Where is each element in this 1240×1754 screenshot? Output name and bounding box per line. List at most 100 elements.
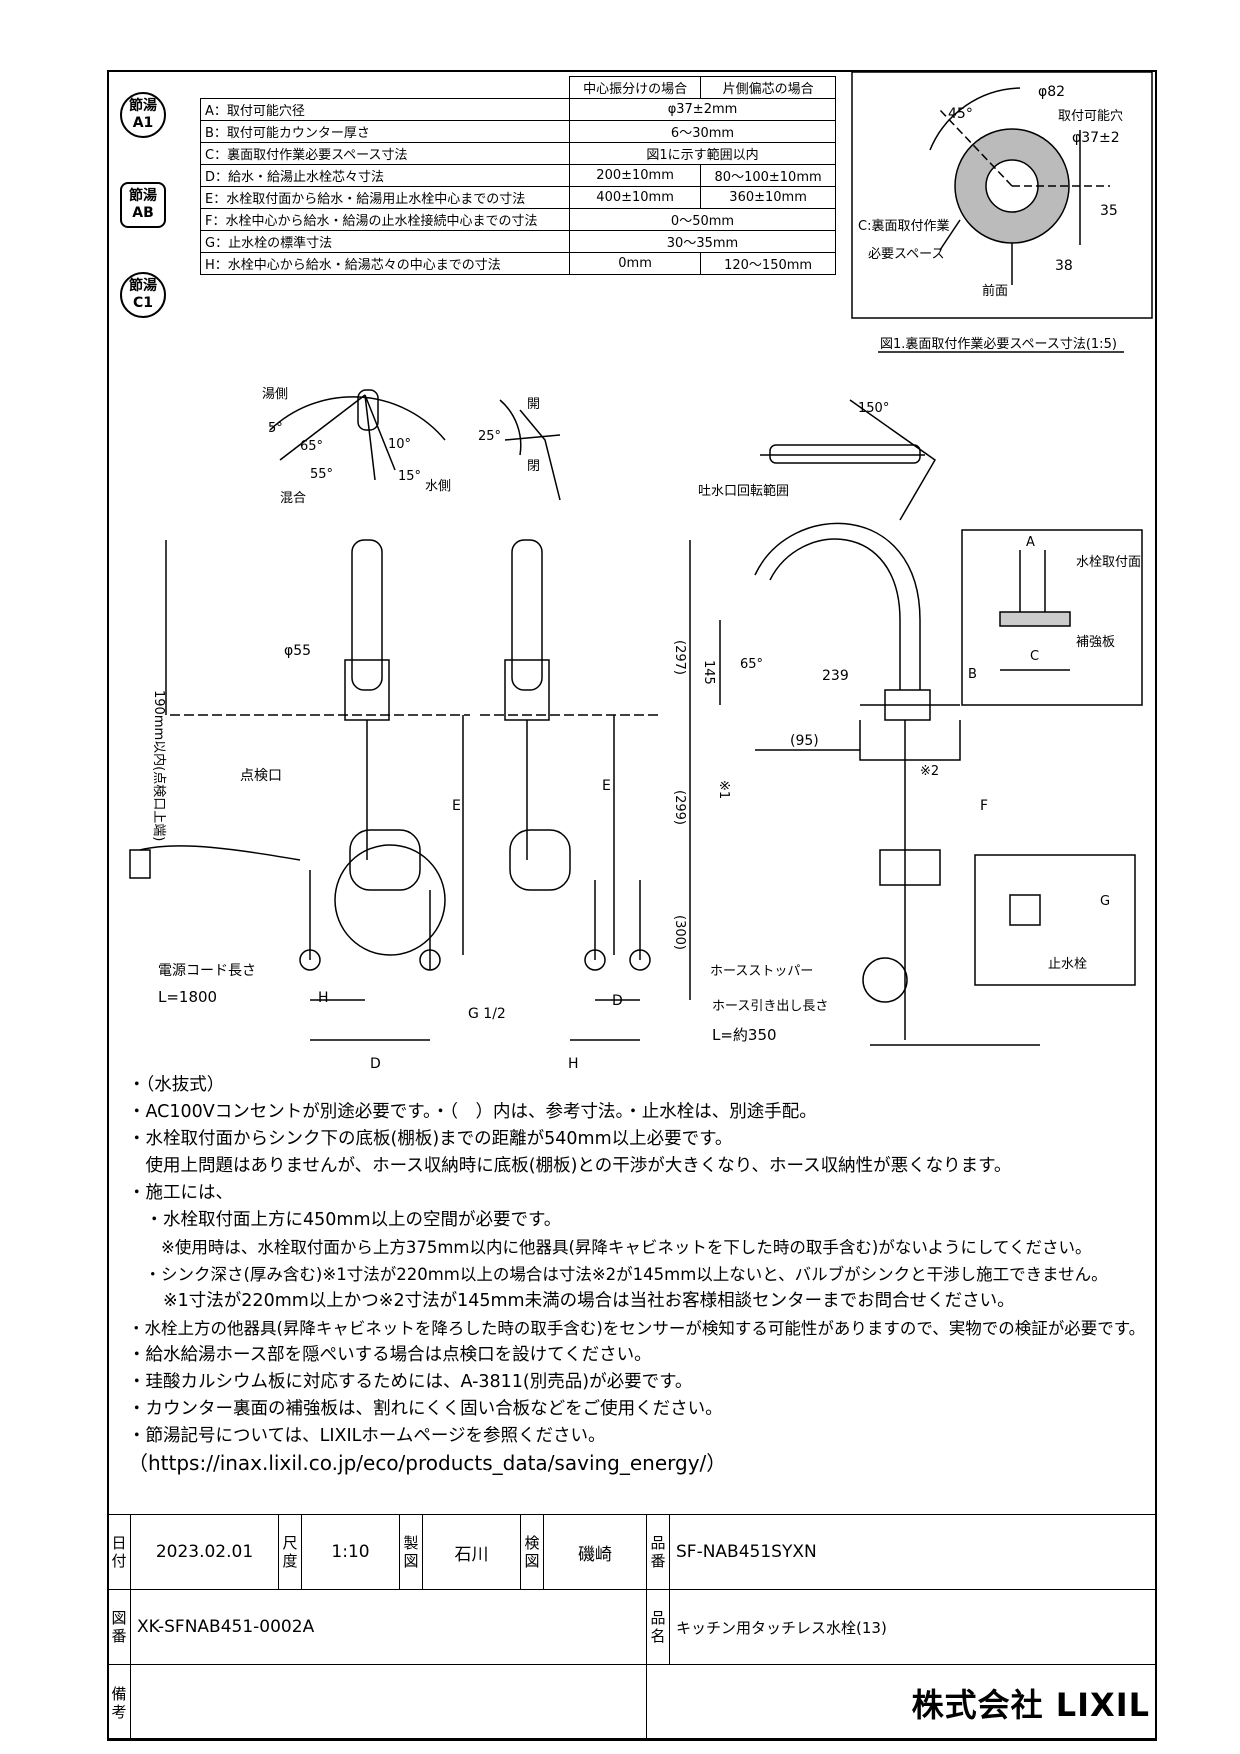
stopcock-right bbox=[419, 949, 441, 971]
figure1-centerline bbox=[939, 109, 1013, 187]
stopcock-left bbox=[299, 949, 321, 971]
badge-text: 節湯 bbox=[129, 98, 157, 114]
note-line: ・水栓取付面からシンク下の底板(棚板)までの距離が540mm以上必要です。 bbox=[128, 1129, 733, 1149]
lever-line-hot bbox=[279, 394, 366, 461]
spec-value: 120～150mm bbox=[700, 252, 836, 275]
detail-stopcock-label: 止水栓 bbox=[1048, 957, 1087, 972]
detail-G: G bbox=[1100, 894, 1110, 909]
spec-value: 0mm bbox=[568, 252, 702, 275]
note-line: ※1寸法が220mm以上かつ※2寸法が145mm未満の場合は当社お客様相談センタ… bbox=[128, 1291, 1015, 1311]
spec-label: H：水栓中心から給水・給湯芯々の中心までの寸法 bbox=[200, 252, 570, 275]
figure1-leader bbox=[939, 219, 961, 251]
lever-line-cold bbox=[364, 394, 396, 471]
dim-F: F bbox=[980, 798, 988, 814]
open-label: 開 bbox=[527, 397, 540, 412]
lever-angle-55: 55° bbox=[310, 467, 333, 482]
dim-297: (297) bbox=[672, 640, 687, 675]
saving-badge-a1: 節湯 A1 bbox=[120, 92, 166, 138]
mount-detail-box bbox=[961, 529, 1143, 706]
lever-angle-5: 5° bbox=[268, 421, 283, 436]
notes: ・（水抜式） ・AC100Vコンセントが別途必要です。・（ ）内は、参考寸法。・… bbox=[128, 1072, 1158, 1477]
cord-title: 電源コード長さ bbox=[158, 963, 256, 979]
close-label: 閉 bbox=[527, 459, 540, 474]
lever-angle-10: 10° bbox=[388, 437, 411, 452]
faucet-front2-body bbox=[511, 539, 543, 691]
note-line: ・AC100Vコンセントが別途必要です。・（ ）内は、参考寸法。・止水栓は、別途… bbox=[128, 1102, 817, 1122]
stopcock-detail-box bbox=[974, 854, 1136, 986]
dim2-D-label: D bbox=[612, 993, 623, 1009]
product-no-label: 品番 bbox=[646, 1514, 670, 1590]
note-url: （https://inax.lixil.co.jp/eco/products_d… bbox=[128, 1451, 727, 1475]
drawing-no-label: 図番 bbox=[107, 1589, 131, 1665]
drawn-label: 製図 bbox=[399, 1514, 423, 1590]
faucet-valve bbox=[349, 829, 421, 891]
stopcock-detail bbox=[1009, 894, 1041, 926]
figure1-dia-label: φ82 bbox=[1038, 84, 1065, 100]
scale-label: 尺度 bbox=[278, 1514, 302, 1590]
dia55-label: φ55 bbox=[284, 643, 311, 659]
detail-mount-label: 水栓取付面 bbox=[1076, 555, 1141, 570]
dim-D-label: D bbox=[370, 1056, 381, 1072]
spout-body bbox=[769, 444, 921, 464]
dim2-H-label: H bbox=[568, 1056, 579, 1072]
inspection-label: 点検口 bbox=[240, 768, 282, 784]
power-adapter bbox=[129, 849, 151, 879]
dim-E-label: E bbox=[452, 798, 461, 814]
dim-299: (299) bbox=[672, 790, 687, 825]
detail-reinforce-label: 補強板 bbox=[1076, 635, 1115, 650]
spec-value: 80～100±10mm bbox=[700, 164, 836, 187]
cord-length: L=1800 bbox=[158, 988, 217, 1006]
spout-arc-outer bbox=[754, 522, 921, 690]
badge-text: 節湯 bbox=[129, 188, 157, 204]
detail-C: C bbox=[1030, 649, 1039, 664]
side-inspection bbox=[862, 957, 908, 1003]
note-line: ・珪酸カルシウム板に対応するためには、A-3811(別売品)が必要です。 bbox=[128, 1372, 693, 1392]
dim-star1: ※1 bbox=[716, 780, 731, 799]
remarks-label: 備考 bbox=[107, 1664, 131, 1741]
note-line: ・水栓上方の他器具(昇降キャビネットを降ろした時の取手含む)をセンサーが検知する… bbox=[128, 1319, 1146, 1338]
dim-300: (300) bbox=[672, 915, 687, 950]
figure1-space-label2: 必要スペース bbox=[868, 247, 944, 262]
dim2-E-label: E bbox=[602, 778, 611, 794]
figure1-angle-arc bbox=[929, 87, 1021, 151]
lever-cold-label: 水側 bbox=[425, 479, 451, 494]
drawing-no-value: XK-SFNAB451-0002A bbox=[130, 1589, 647, 1665]
openclose-lever bbox=[504, 434, 561, 441]
hose-length: L=約350 bbox=[712, 1026, 777, 1044]
figure1-dim-35: 35 bbox=[1100, 203, 1118, 219]
spec-value: 200±10mm bbox=[568, 164, 702, 187]
hose-title: ホース引き出し長さ bbox=[712, 999, 828, 1014]
figure1-box bbox=[851, 71, 1153, 319]
scale-value: 1:10 bbox=[301, 1514, 400, 1590]
date-label: 日付 bbox=[107, 1514, 131, 1590]
dim-H-label: H bbox=[318, 990, 329, 1006]
badge-code: AB bbox=[132, 205, 154, 221]
product-name-value: キッチン用タッチレス水栓(13) bbox=[669, 1589, 1157, 1665]
drawn-value: 石川 bbox=[422, 1514, 521, 1590]
saving-badge-c1: 節湯 C1 bbox=[120, 272, 166, 318]
badge-text: 節湯 bbox=[129, 278, 157, 294]
lever-range-arc bbox=[269, 396, 446, 441]
spec-label: E：水栓取付面から給水・給湯用止水栓中心までの寸法 bbox=[200, 186, 570, 209]
lever-angle-15: 15° bbox=[398, 469, 421, 484]
lever-mix-label: 混合 bbox=[280, 491, 306, 506]
figure1-dim-38: 38 bbox=[1055, 258, 1073, 274]
figure1-front-label: 前面 bbox=[982, 283, 1008, 299]
faucet-front-body bbox=[351, 539, 383, 691]
stopcock2-left bbox=[584, 949, 606, 971]
note-line: ・シンク深さ(厚み含む)※1寸法が220mm以上の場合は寸法※2が145mm以上… bbox=[128, 1265, 1108, 1284]
date-value: 2023.02.01 bbox=[130, 1514, 279, 1590]
header-offset: 片側偏芯の場合 bbox=[700, 76, 836, 99]
note-line: ※使用時は、水栓取付面から上方375mm以内に他器具(昇降キャビネットを下した時… bbox=[128, 1238, 1092, 1257]
product-no-value: SF-NAB451SYXN bbox=[669, 1514, 1157, 1590]
dim-95: (95) bbox=[790, 733, 819, 749]
vertical-dim-label: 190mm以内(点検口上端) bbox=[151, 690, 167, 841]
note-line: ・施工には、 bbox=[128, 1183, 233, 1203]
detail-A: A bbox=[1026, 535, 1035, 550]
badge-code: C1 bbox=[132, 295, 153, 311]
checked-label: 検図 bbox=[520, 1514, 544, 1590]
note-line: ・給水給湯ホース部を隠ぺいする場合は点検口を設けてください。 bbox=[128, 1345, 652, 1365]
spec-label: F：水栓中心から給水・給湯の止水栓接続中心までの寸法 bbox=[200, 208, 570, 231]
reinforce-plate bbox=[999, 611, 1071, 627]
